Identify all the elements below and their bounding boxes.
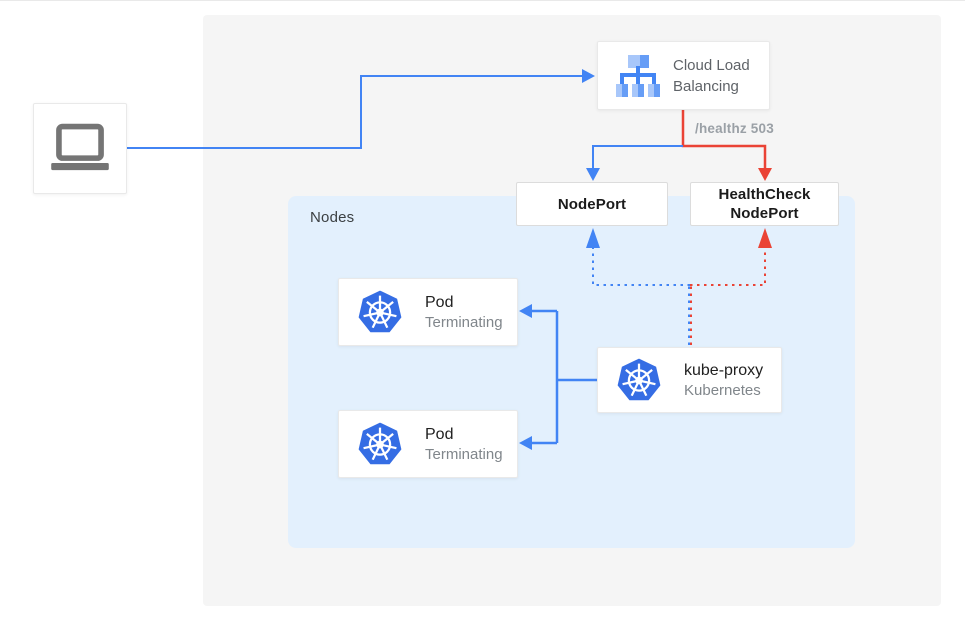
pod2-status: Terminating [425,445,503,463]
kube-proxy-title: kube-proxy [684,361,764,379]
load-balancer-icon [616,54,660,97]
kube-proxy-subtitle: Kubernetes [684,381,761,399]
healthz-503-label: /healthz 503 [695,121,774,136]
pod-terminating-node-2: Pod Terminating [338,410,518,478]
healthcheck-nodeport-node: HealthCheck NodePort [690,182,839,226]
healthcheck-nodeport-label-line1: HealthCheck [718,186,811,203]
pod-terminating-node-1: Pod Terminating [338,278,518,346]
pod1-status: Terminating [425,313,503,331]
laptop-icon [51,123,109,170]
kubernetes-icon [617,358,661,400]
cloud-load-balancing-node: Cloud Load Balancing [597,41,770,110]
top-divider [0,0,965,1]
nodes-label: Nodes [310,209,355,226]
pod1-title: Pod [425,293,454,311]
healthcheck-nodeport-label-line2: NodePort [730,205,799,222]
kubernetes-icon [358,422,402,464]
client-laptop [33,103,127,194]
nodeport-label: NodePort [557,195,627,213]
kube-proxy-node: kube-proxy Kubernetes [597,347,782,413]
nodeport-node: NodePort [516,182,668,226]
kubernetes-icon [358,290,402,332]
pod2-title: Pod [425,425,454,443]
cloud-load-balancing-label: Cloud Load Balancing [673,56,750,95]
